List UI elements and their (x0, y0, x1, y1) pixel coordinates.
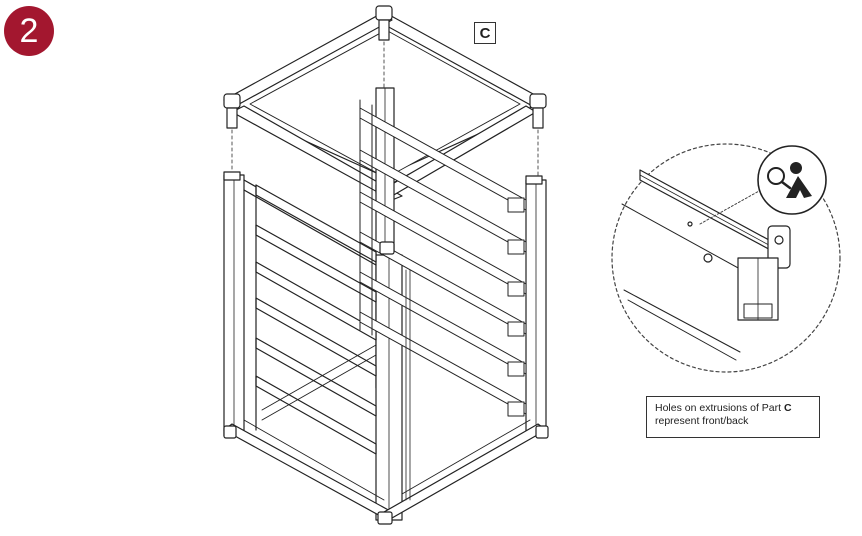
note-text-prefix: Holes on extrusions of Part (655, 402, 784, 414)
part-c-label: C (474, 22, 496, 44)
inspect-magnifier-icon (757, 145, 827, 215)
step-number-badge: 2 (4, 6, 54, 56)
step-number: 2 (19, 11, 39, 50)
base-frame (223, 87, 549, 525)
note-part-ref: C (783, 402, 792, 414)
orientation-note: Holes on extrusions of Part C represent … (646, 396, 820, 438)
note-text-suffix: represent front/back (655, 415, 749, 427)
